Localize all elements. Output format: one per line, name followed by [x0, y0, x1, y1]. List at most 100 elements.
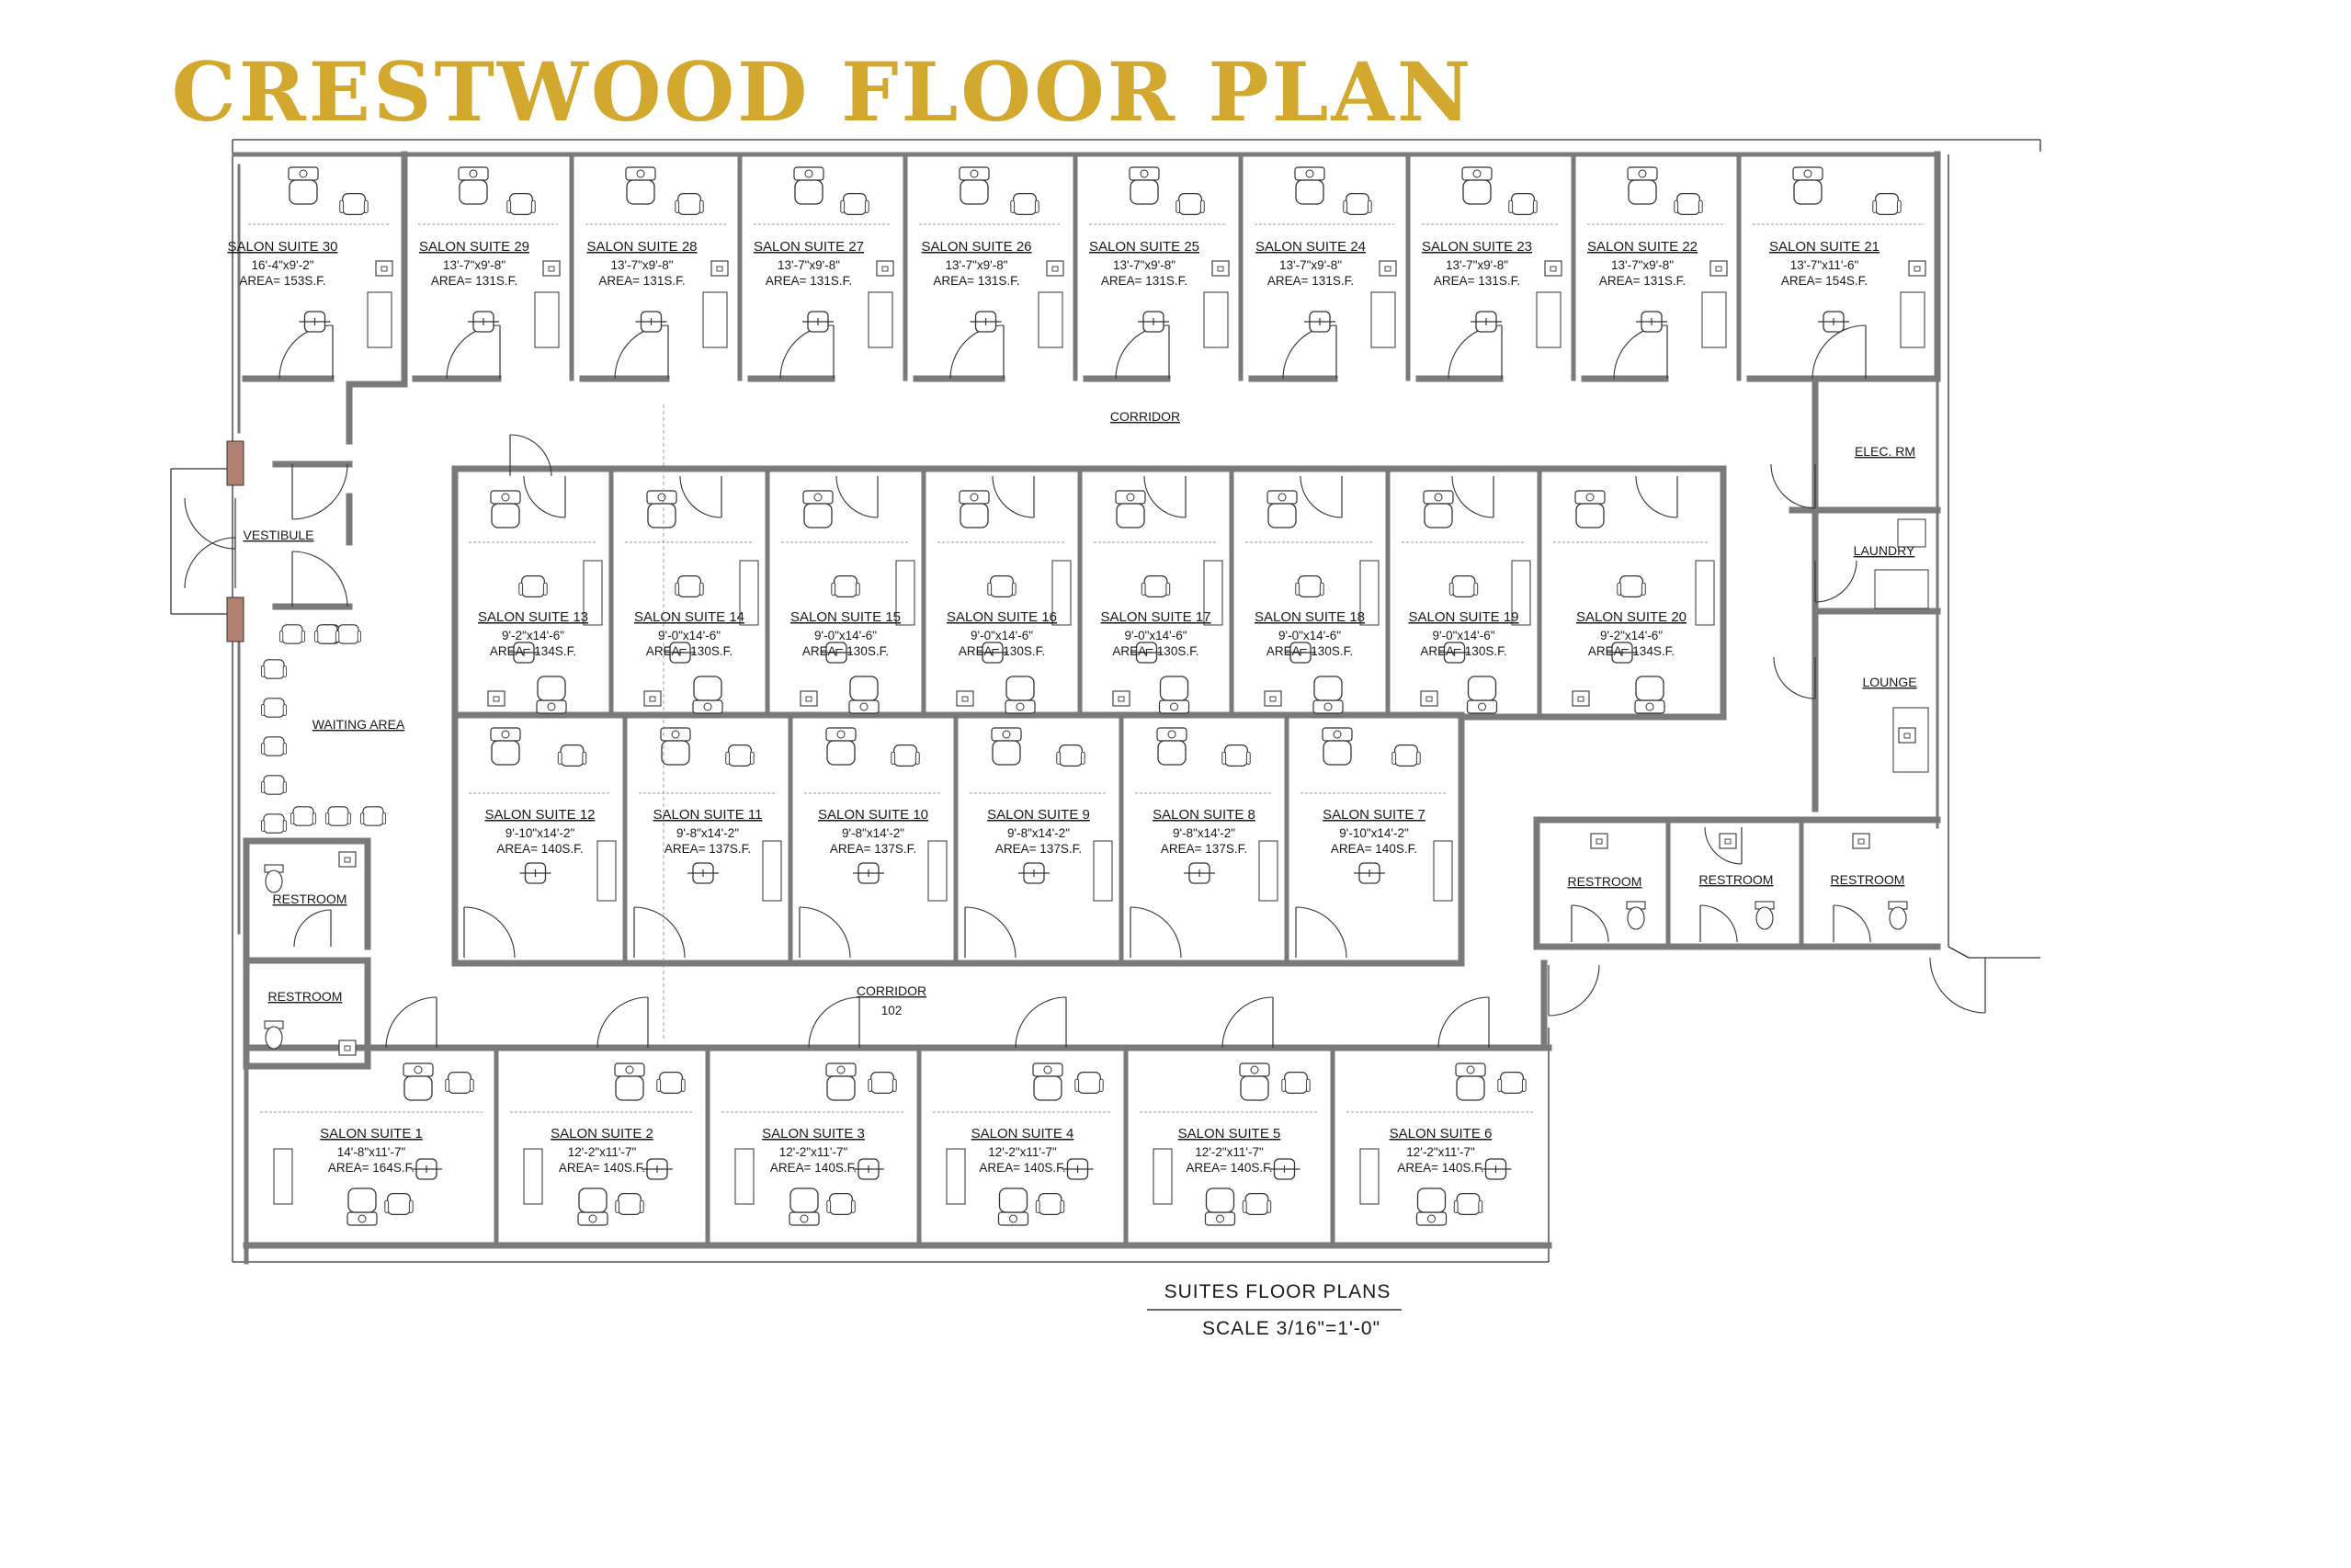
- shampoo-chair-symbol: [848, 676, 880, 714]
- door-swing: [523, 475, 566, 518]
- counter: [895, 560, 915, 626]
- sink-symbol: [800, 690, 818, 707]
- suite-dimensions: 12'-2"x11'-7": [988, 1145, 1057, 1159]
- sink: [646, 490, 677, 505]
- chair-seat: [1462, 179, 1492, 205]
- chair-arm: [855, 582, 860, 596]
- sink: [1032, 1062, 1063, 1077]
- sink-symbol: [1046, 260, 1064, 277]
- suite-name: SALON SUITE 18: [1255, 609, 1365, 625]
- chair-seat: [893, 744, 917, 767]
- chair-seat: [1467, 676, 1497, 701]
- door-swing: [1143, 475, 1187, 518]
- counter: [367, 291, 392, 348]
- sink-symbol: [375, 260, 393, 277]
- chair-symbol: [506, 192, 536, 216]
- suite-area: AREA= 140S.F.: [496, 842, 583, 856]
- chair-arm: [408, 1199, 414, 1213]
- laundry-label: LAUNDRY: [1854, 543, 1915, 558]
- suite-name: SALON SUITE 3: [762, 1126, 865, 1142]
- suite-name: SALON SUITE 24: [1255, 239, 1366, 255]
- chair-arm: [335, 631, 340, 642]
- chair-symbol: [1281, 1071, 1311, 1095]
- chair-arm: [1453, 1199, 1459, 1213]
- chair-arm: [282, 665, 288, 677]
- stool-symbol: [1184, 862, 1215, 884]
- counter: [1203, 560, 1223, 626]
- suite-name: SALON SUITE 15: [790, 609, 901, 625]
- stool-symbol: [642, 1158, 673, 1180]
- suite-name: SALON SUITE 10: [818, 807, 928, 823]
- door-swing: [385, 996, 437, 1049]
- chair-arm: [1641, 582, 1646, 596]
- counter: [534, 291, 560, 348]
- drain: [1016, 702, 1025, 711]
- counter: [1900, 291, 1925, 348]
- chair-seat: [292, 806, 314, 826]
- chair-arm: [1199, 199, 1205, 213]
- chair-arm: [359, 812, 365, 824]
- suite-dimensions: 12'-2"x11'-7": [1195, 1145, 1264, 1159]
- chair-arm: [1056, 751, 1062, 765]
- sink-basin: [493, 696, 500, 702]
- suite-name: SALON SUITE 28: [586, 239, 697, 255]
- suite-area: AREA= 137S.F.: [1161, 842, 1247, 856]
- suite-area: AREA= 131S.F.: [598, 274, 685, 288]
- chair-seat: [521, 574, 545, 598]
- chair-seat: [1005, 676, 1035, 701]
- stool-symbol: [970, 311, 1002, 333]
- drain: [1140, 169, 1149, 178]
- stool-symbol: [1285, 642, 1316, 664]
- sink: [288, 166, 319, 181]
- door-swing: [1282, 324, 1337, 380]
- drain: [1466, 1065, 1475, 1074]
- sink: [1158, 699, 1190, 714]
- sink-basin: [1914, 266, 1921, 272]
- chair-seat: [1676, 192, 1700, 216]
- chair-symbol: [1872, 192, 1902, 216]
- sink: [1204, 1211, 1236, 1226]
- chair-symbol: [656, 1071, 686, 1095]
- door-swing: [1770, 463, 1816, 509]
- chair-seat: [1511, 192, 1535, 216]
- chair-seat: [1013, 192, 1037, 216]
- suite-dimensions: 9'-10"x14'-2": [1339, 826, 1409, 840]
- sink: [1156, 727, 1187, 742]
- sink: [848, 699, 880, 714]
- chair-arm: [1367, 199, 1372, 213]
- chair-symbol: [1391, 744, 1421, 767]
- shampoo-chair-symbol: [614, 1062, 645, 1101]
- chair-arm: [260, 743, 266, 755]
- sink-symbol: [956, 690, 974, 707]
- chair-arm: [1319, 582, 1324, 596]
- chair-arm: [445, 1078, 450, 1092]
- stool-symbol: [1130, 642, 1163, 664]
- chair-symbol: [1010, 192, 1039, 216]
- suite-name: SALON SUITE 8: [1153, 807, 1255, 823]
- drain: [970, 169, 979, 178]
- chair-symbol: [339, 192, 369, 216]
- sink: [793, 166, 824, 181]
- chair-arm: [850, 1199, 856, 1213]
- door-swing: [1635, 475, 1678, 518]
- suite-dimensions: 13'-7"x9'-8": [1279, 258, 1342, 272]
- door-swing: [1451, 475, 1494, 518]
- suite-area: AREA= 130S.F.: [1420, 644, 1506, 658]
- chair-arm: [840, 199, 846, 213]
- chair-seat: [459, 179, 488, 205]
- stool-symbol: [508, 642, 539, 664]
- sink: [346, 1211, 378, 1226]
- chair-seat: [626, 179, 655, 205]
- suite-area: AREA= 137S.F.: [664, 842, 751, 856]
- chair-arm: [639, 1199, 644, 1213]
- chair-arm: [1872, 199, 1878, 213]
- drain: [358, 1214, 367, 1223]
- drain: [836, 1065, 846, 1074]
- suite-label: SALON SUITE 312'-2"x11'-7"AREA= 140S.F.: [762, 1126, 865, 1175]
- walls-layer: [170, 139, 2041, 1265]
- suite-name: SALON SUITE 22: [1587, 239, 1698, 255]
- suite-name: SALON SUITE 19: [1408, 609, 1518, 625]
- suite-name: SALON SUITE 29: [419, 239, 529, 255]
